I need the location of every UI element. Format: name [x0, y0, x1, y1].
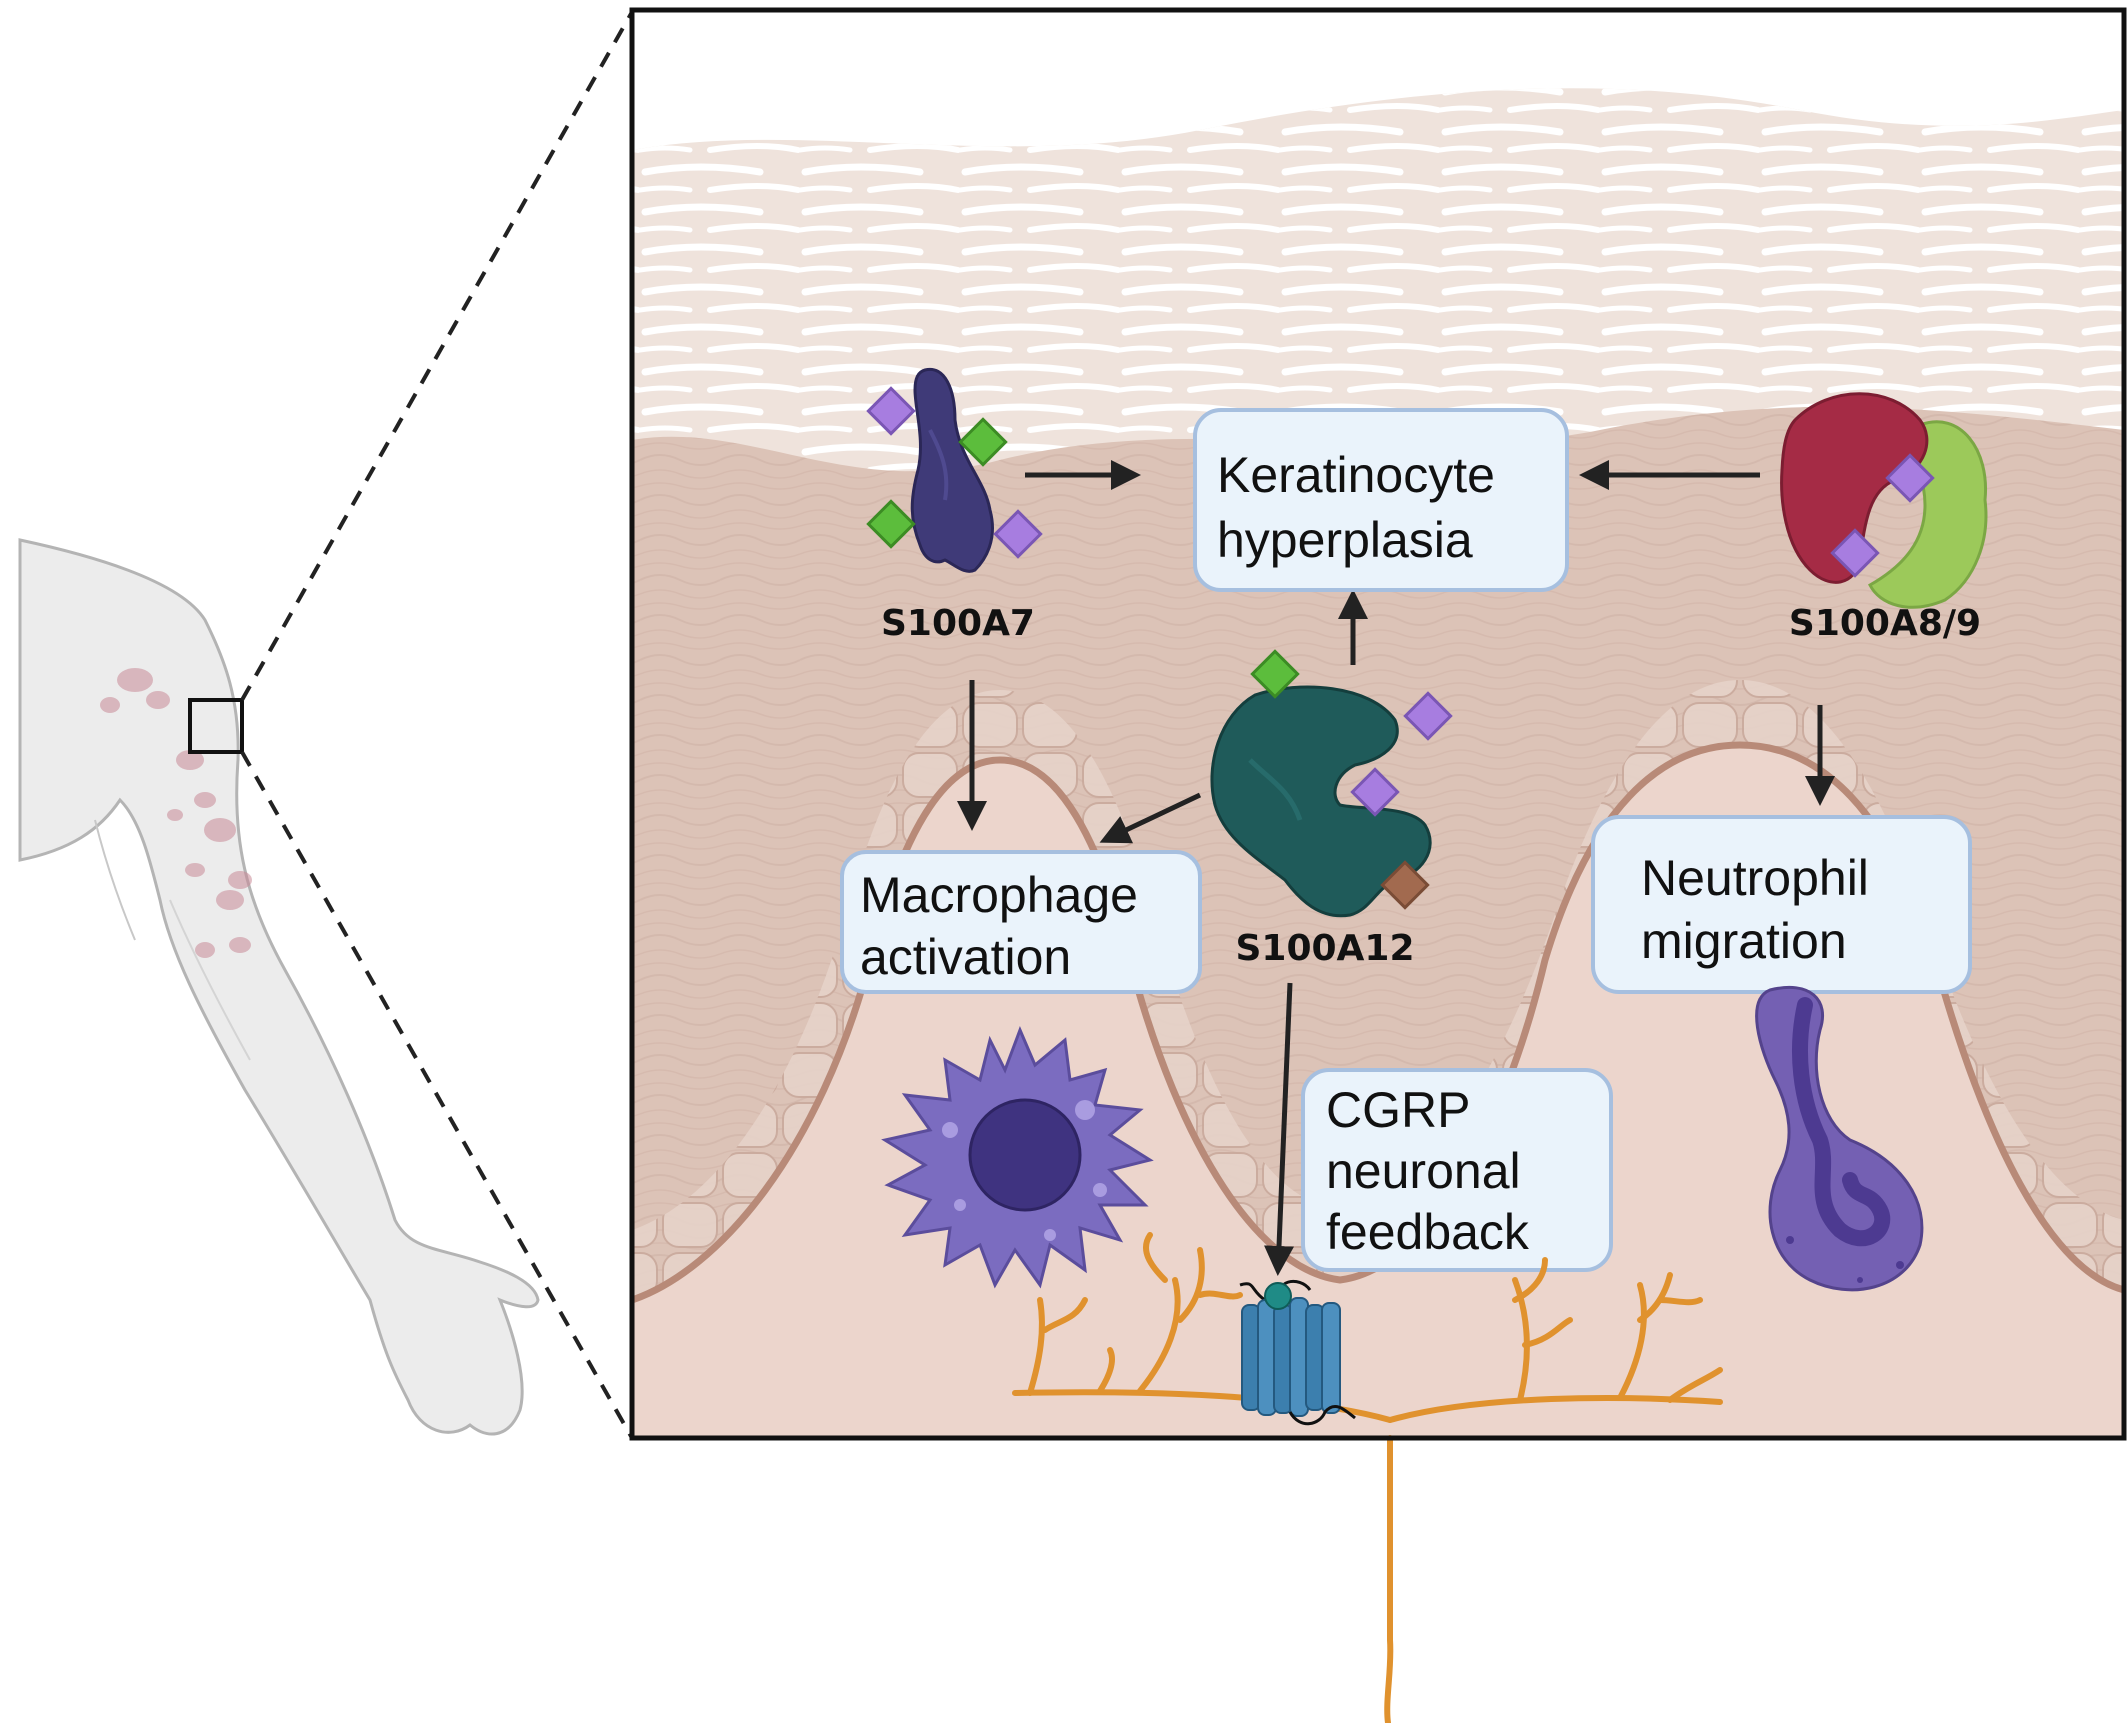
s100a12-protein — [1210, 649, 1453, 918]
ligand-purple-icon — [993, 509, 1043, 559]
svg-text:hyperplasia: hyperplasia — [1217, 512, 1473, 568]
zoom-box — [188, 698, 244, 754]
zoom-line-top — [240, 11, 634, 701]
s100a7-label: S100A7 — [881, 603, 1035, 644]
neutrophil-cell — [1755, 985, 1924, 1292]
ligand-purple-icon — [1830, 528, 1880, 578]
ligand-green-icon — [958, 417, 1008, 467]
psoriasis-plaque-icon — [100, 668, 252, 958]
svg-text:Keratinocyte: Keratinocyte — [1217, 447, 1495, 503]
ligand-purple-icon — [1403, 691, 1453, 741]
s100a12-label: S100A12 — [1235, 928, 1414, 969]
arrows — [957, 460, 1835, 1276]
arrow-s100a12-to-cgrp — [1264, 982, 1294, 1276]
macrophage-activation-box: Macrophage activation — [840, 850, 1202, 994]
ligand-green-icon — [866, 499, 916, 549]
skin-panel-border — [629, 7, 2127, 1441]
svg-text:CGRP: CGRP — [1326, 1082, 1470, 1138]
s100a8-9-label: S100A8/9 — [1789, 603, 1981, 644]
svg-text:feedback: feedback — [1326, 1204, 1530, 1260]
s100a8-9-dimer — [1780, 392, 1988, 609]
svg-text:activation: activation — [860, 929, 1071, 985]
macrophage-nucleus — [968, 1098, 1082, 1212]
macrophage-cell — [881, 1025, 1154, 1289]
svg-text:Macrophage: Macrophage — [860, 867, 1138, 923]
arm-illustration — [18, 538, 540, 1436]
svg-text:Neutrophil: Neutrophil — [1641, 850, 1869, 906]
ligand-purple-icon — [1885, 453, 1935, 503]
ligand-brown-icon — [1380, 860, 1430, 910]
ligand-purple-icon — [1350, 767, 1400, 817]
ligand-green-icon — [1250, 649, 1300, 699]
svg-text:neuronal: neuronal — [1326, 1143, 1521, 1199]
s100a7-protein — [866, 367, 1043, 573]
cgrp-neuronal-feedback-box: CGRP neuronal feedback — [1301, 1068, 1613, 1272]
neutrophil-migration-box: Neutrophil migration — [1591, 815, 1972, 994]
ligand-purple-icon — [866, 386, 916, 436]
sensory-neuron — [1012, 1232, 1723, 1723]
keratinocyte-hyperplasia-box: Keratinocyte hyperplasia — [1193, 408, 1569, 592]
gpcr-receptor — [1239, 1280, 1356, 1426]
arrow-s100a12-to-macrophage — [1099, 792, 1202, 844]
cgrp-ligand-icon — [1264, 1282, 1292, 1310]
zoom-line-bottom — [240, 751, 634, 1439]
svg-text:migration: migration — [1641, 913, 1847, 969]
